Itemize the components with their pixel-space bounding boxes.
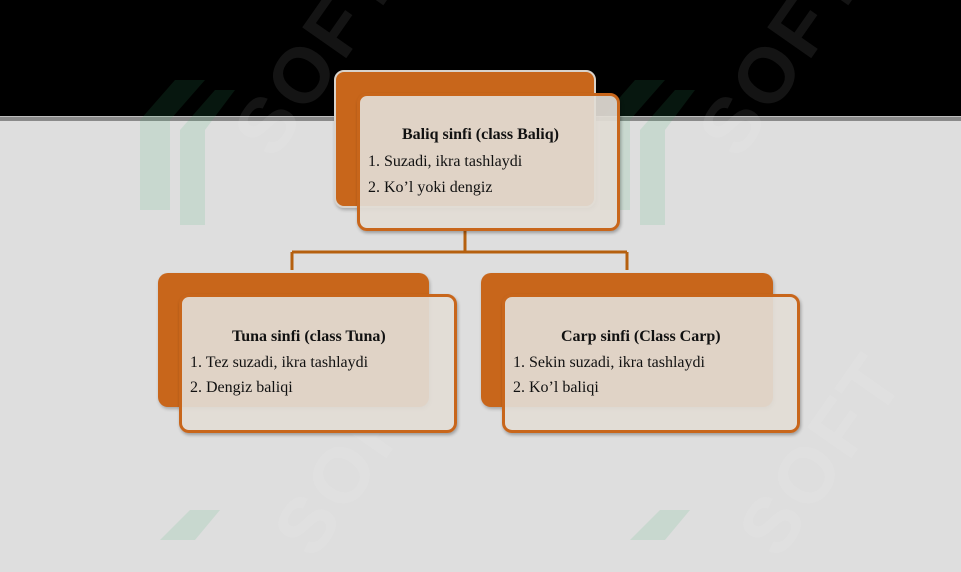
carp-node-line-1: 1. Sekin suzadi, ikra tashlaydi [513,354,705,371]
tuna-node-card [179,294,457,433]
carp-node-card [502,294,800,433]
root-node-line-2: 2. Ko’l yoki dengiz [368,179,493,196]
tuna-node-line-1: 1. Tez suzadi, ikra tashlaydi [190,354,369,371]
tuna-node-title: Tuna sinfi (class Tuna) [232,328,386,345]
root-node-line-1: 1. Suzadi, ikra tashlaydi [368,153,523,170]
root-node-card [357,93,620,231]
carp-node-line-2: 2. Ko’l baliqi [513,379,599,396]
hierarchy-connectors [290,230,629,270]
carp-node-title: Carp sinfi (Class Carp) [561,328,721,345]
tuna-node-line-2: 2. Dengiz baliqi [190,379,293,396]
root-node-title: Baliq sinfi (class Baliq) [402,126,559,143]
